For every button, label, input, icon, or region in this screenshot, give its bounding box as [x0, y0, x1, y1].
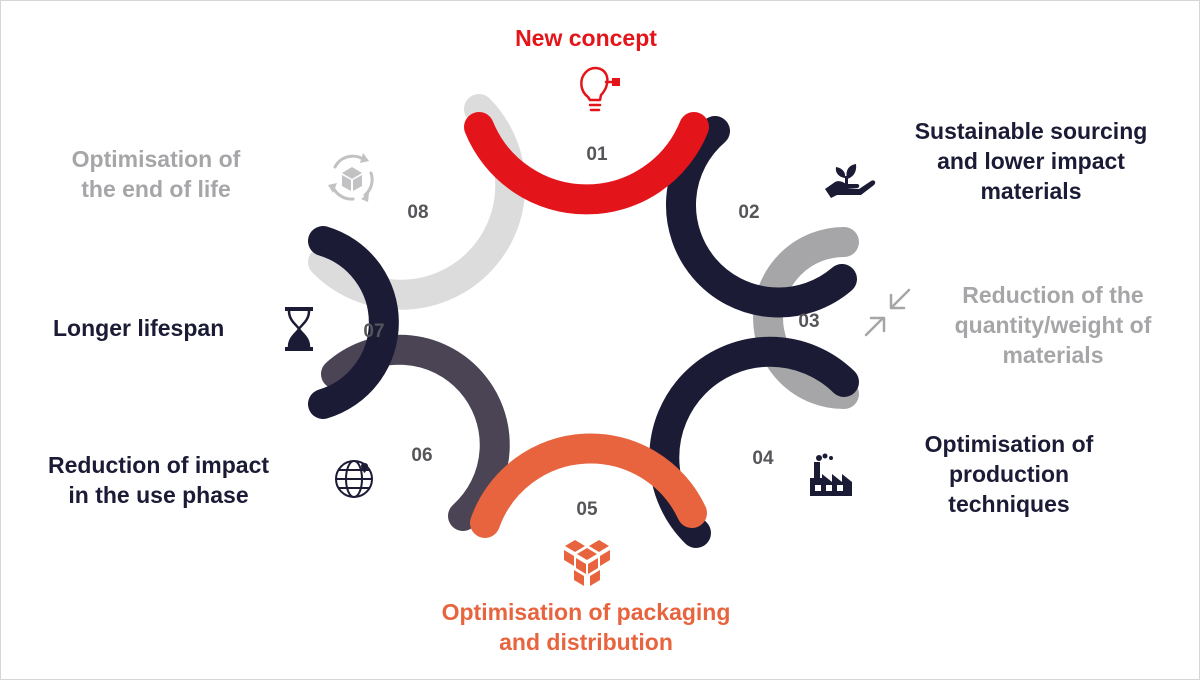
hand-plant-icon: [825, 164, 876, 198]
arc-03: [753, 227, 859, 409]
arc-01: [464, 112, 709, 215]
step-number-03: 03: [798, 311, 819, 332]
step-02-title-line: and lower impact: [937, 148, 1125, 174]
compress-arrows-icon: [864, 288, 911, 337]
step-07-title: Longer lifespan: [53, 313, 283, 343]
step-02-title-line: materials: [980, 178, 1082, 204]
step-06-title-line: in the use phase: [68, 482, 249, 508]
boxes-icon: [564, 540, 610, 586]
step-number-01: 01: [586, 144, 608, 165]
hourglass-icon: [285, 307, 313, 351]
step-number-06: 06: [411, 445, 432, 466]
step-02-title: Sustainable sourcing and lower impact ma…: [881, 116, 1181, 206]
step-08-title-line: the end of life: [81, 176, 231, 202]
step-01-title: New concept: [471, 23, 701, 53]
factory-icon: [810, 453, 852, 496]
lightbulb-icon: [580, 66, 620, 112]
step-number-07: 07: [363, 321, 384, 342]
step-number-04: 04: [752, 448, 774, 469]
step-03-title-line: materials: [1002, 342, 1104, 368]
step-08-title-line: Optimisation of: [71, 146, 241, 172]
arc-02: [666, 116, 857, 318]
step-04-title: Optimisation of production techniques: [889, 429, 1129, 519]
arc-07: [308, 226, 399, 419]
step-number-05: 05: [576, 499, 598, 520]
step-05-title-line: Optimisation of packaging: [441, 599, 731, 625]
step-04-title-line: production: [948, 461, 1070, 487]
globe-pin-icon: [335, 460, 373, 498]
step-08-title: Optimisation of the end of life: [41, 144, 271, 204]
step-06-title: Reduction of impact in the use phase: [16, 450, 301, 510]
step-number-08: 08: [407, 202, 428, 223]
step-04-title-line: Optimisation of: [924, 431, 1094, 457]
step-02-title-line: Sustainable sourcing: [914, 118, 1148, 144]
step-03-title: Reduction of the quantity/weight of mate…: [913, 280, 1193, 370]
step-03-title-line: quantity/weight of: [954, 312, 1152, 338]
step-number-02: 02: [738, 202, 759, 223]
step-01-title-line: New concept: [515, 25, 657, 51]
step-07-title-line: Longer lifespan: [53, 315, 225, 341]
step-04-title-line: techniques: [948, 491, 1070, 517]
step-06-title-line: Reduction of impact: [47, 452, 270, 478]
step-05-title: Optimisation of packaging and distributi…: [396, 597, 776, 657]
arc-05: [470, 433, 707, 538]
step-05-title-line: and distribution: [499, 629, 673, 655]
recycle-box-icon: [328, 153, 374, 202]
step-03-title-line: Reduction of the: [962, 282, 1144, 308]
